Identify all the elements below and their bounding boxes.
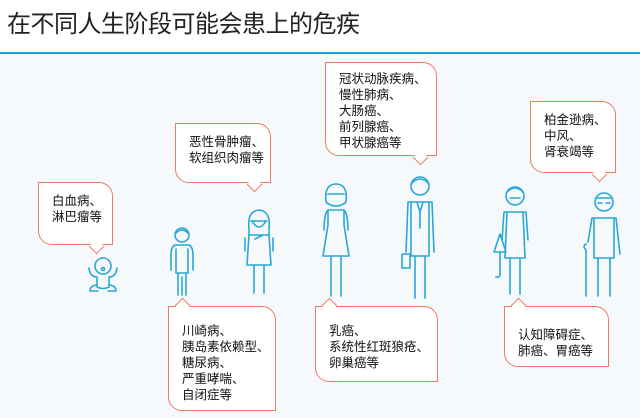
bubble-infant: 白血病、 淋巴瘤等 xyxy=(38,182,113,245)
bubble-line: 冠状动脉疾病、 xyxy=(339,71,427,86)
bubble-line: 系统性红斑狼疮、 xyxy=(329,339,430,354)
elderly-woman-icon xyxy=(493,186,529,295)
bubble-line: 甲状腺癌等 xyxy=(339,135,402,150)
header: 在不同人生阶段可能会患上的危疾 xyxy=(0,0,640,54)
infant-icon xyxy=(88,257,118,292)
bubble-line: 慢性肺病、 xyxy=(339,87,402,102)
bubble-line: 大肠癌、 xyxy=(339,103,390,118)
bubble-line: 肾衰竭等 xyxy=(544,144,595,159)
page-title: 在不同人生阶段可能会患上的危疾 xyxy=(7,10,360,38)
bubble-line: 川崎病、 xyxy=(182,323,233,338)
bubble-teen: 恶性骨肿瘤、 软组织肉瘤等 xyxy=(175,123,271,183)
bubble-line: 胰岛素依赖型、 xyxy=(182,339,270,354)
bubble-line: 乳癌、 xyxy=(329,323,367,338)
bubble-child: 川崎病、 胰岛素依赖型、 糖尿病、 严重哮喘、 自闭症等 xyxy=(168,306,276,411)
bubble-line: 柏金逊病、 xyxy=(544,112,607,127)
bubble-adult-male: 冠状动脉疾病、 慢性肺病、 大肠癌、 前列腺癌、 甲状腺癌等 xyxy=(325,62,437,156)
bubble-line: 恶性骨肿瘤、 xyxy=(189,134,265,149)
boy-icon xyxy=(170,227,194,296)
girl-icon xyxy=(244,209,274,294)
bubble-line: 中风、 xyxy=(544,128,582,143)
man-icon xyxy=(401,176,435,299)
bubble-line: 软组织肉瘤等 xyxy=(189,150,265,165)
bubble-adult-female: 乳癌、 系统性红斑狼疮、 卵巢癌等 xyxy=(315,306,438,382)
bubble-line: 淋巴瘤等 xyxy=(52,209,103,224)
bubble-line: 认知障碍症、 xyxy=(518,327,594,342)
bubble-line: 白血病、 xyxy=(52,193,103,208)
bubble-line: 糖尿病、 xyxy=(182,355,233,370)
bubble-line: 肺癌、胃癌等 xyxy=(518,343,594,358)
woman-icon xyxy=(322,183,350,297)
bubble-line: 前列腺癌、 xyxy=(339,119,402,134)
bubble-elderly-female: 认知障碍症、 肺癌、胃癌等 xyxy=(504,306,609,367)
bubble-line: 严重哮喘、 xyxy=(182,371,245,386)
bubble-elderly-male: 柏金逊病、 中风、 肾衰竭等 xyxy=(530,101,616,173)
bubble-line: 卵巢癌等 xyxy=(329,355,380,370)
elderly-man-icon xyxy=(583,192,621,297)
bubble-line: 自闭症等 xyxy=(182,387,233,402)
